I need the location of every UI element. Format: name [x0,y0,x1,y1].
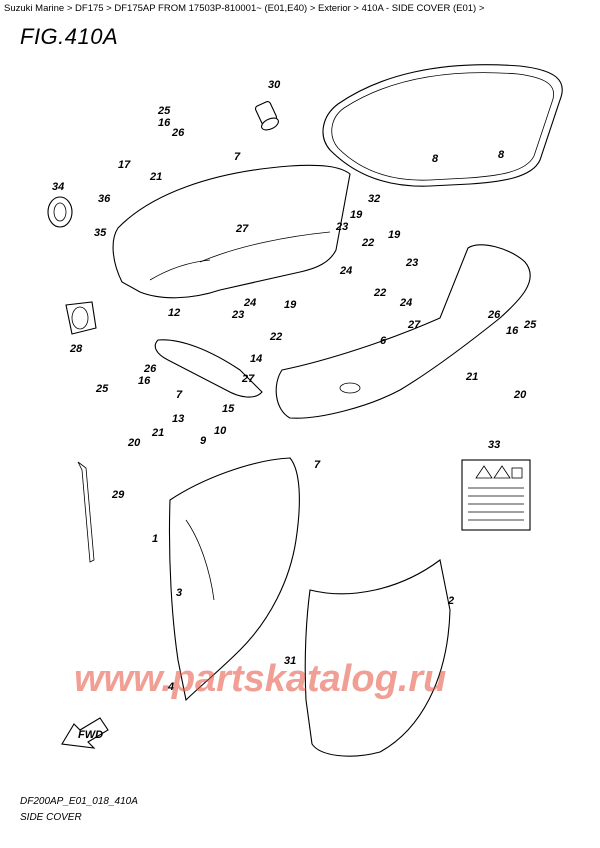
callout-8b: 8 [498,149,505,161]
figure-title: FIG.410A [20,24,119,49]
callout-30: 30 [268,79,281,91]
callout-25c: 25 [95,383,109,395]
callout-19b: 19 [388,229,401,241]
callout-15: 15 [222,403,235,415]
callout-35: 35 [94,227,107,239]
callout-28: 28 [69,343,83,355]
callout-9: 7 [314,459,321,471]
callout-25: 25 [157,105,171,117]
part-30-plug [254,100,279,131]
part-2-lower-panel [304,559,451,757]
callout-32: 31 [284,655,296,667]
callout-27b: 27 [407,319,421,331]
callout-22c: 22 [269,331,282,343]
callout-3: 3 [176,587,182,599]
watermark: www.partskatalog.ru [74,658,447,700]
callout-19c: 19 [284,299,297,311]
fwd-arrow-icon: FWD [61,717,109,749]
callout-26: 26 [171,127,185,139]
callout-17: 17 [118,159,131,171]
part-12-bracket [154,339,263,398]
callout-21: 21 [149,171,162,183]
callout-36: 36 [98,193,111,205]
callout-33: 33 [488,439,500,451]
callout-23: 23 [335,221,348,233]
callout-6: 6 [380,335,387,347]
callout-7: 7 [176,389,183,401]
breadcrumb-item-1[interactable]: DF175 [75,3,104,14]
callout-18: 20 [513,389,527,401]
callout-labels: 30 25 16 26 17 7 21 34 36 35 27 32 8 8 1… [52,79,537,693]
callout-21c: 21 [151,427,164,439]
callout-26c: 26 [143,363,157,375]
breadcrumb-item-4[interactable]: 410A - SIDE COVER (E01) [361,3,477,14]
callout-34: 34 [52,181,64,193]
callout-10: 9 [200,435,207,447]
breadcrumb-item-3[interactable]: Exterior [318,3,351,14]
callout-23b: 23 [405,257,418,269]
callout-16: 16 [158,117,171,129]
callout-19: 19 [350,209,363,221]
figure-code: DF200AP_E01_018_410A [20,796,138,807]
part-33-label [461,459,531,531]
callout-27c: 27 [241,373,255,385]
callout-4: 4 [167,681,174,693]
part-28-grommet [65,301,97,335]
callout-8: 8 [432,153,439,165]
callout-26b: 26 [487,309,501,321]
callout-25b: 25 [523,319,537,331]
part-seal-frame [322,64,563,187]
callout-11: 10 [214,425,227,437]
callout-14: 14 [250,353,262,365]
part-29-strap [77,461,95,563]
breadcrumb: Suzuki Marine > DF175 > DF175AP FROM 175… [4,3,485,14]
callout-24b: 24 [399,297,412,309]
callout-2: 2 [447,595,454,607]
callout-5: 7 [234,151,241,163]
callout-1: 1 [152,533,158,545]
callout-22: 22 [361,237,374,249]
part-1-lower-panel [168,457,300,702]
callout-23c: 23 [231,309,244,321]
callout-22b: 22 [373,287,386,299]
breadcrumb-item-0[interactable]: Suzuki Marine [4,3,65,14]
figure-name: SIDE COVER [20,812,82,823]
part-6-lower-cover [275,244,531,419]
svg-text:FWD: FWD [78,729,103,741]
callout-20: 20 [127,437,141,449]
breadcrumb-item-2[interactable]: DF175AP FROM 17503P-810001~ (E01,E40) [114,3,308,14]
callout-24c: 24 [243,297,256,309]
callout-27: 27 [235,223,249,235]
callout-31: 32 [368,193,380,205]
part-34-boot [47,196,73,228]
callout-24: 24 [339,265,352,277]
callout-16c: 16 [138,375,151,387]
callout-13: 13 [172,413,184,425]
callout-29: 29 [111,489,125,501]
part-5-upper-cover [112,164,351,299]
callout-12: 12 [168,307,180,319]
callout-21b: 21 [465,371,478,383]
callout-16b: 16 [506,325,519,337]
